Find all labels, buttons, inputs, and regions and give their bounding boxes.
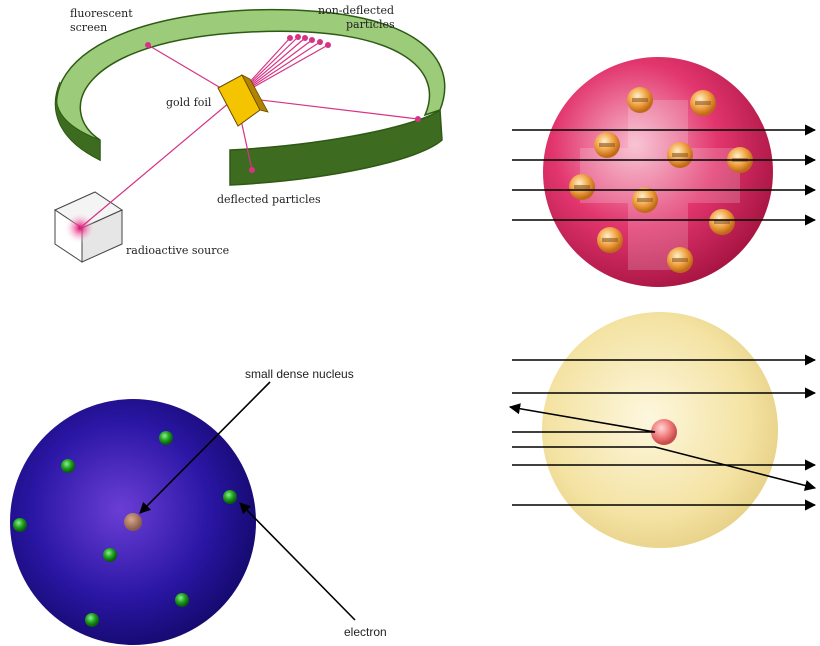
electron: [61, 459, 75, 473]
electron-pointer: [240, 503, 355, 620]
electron: [569, 174, 595, 200]
label-electron: electron: [344, 625, 387, 639]
electron: [13, 518, 27, 532]
electron: [85, 613, 99, 627]
electron: [709, 209, 735, 235]
label-gold-foil: gold foil: [166, 96, 212, 109]
label-deflected-particles: deflected particles: [217, 193, 321, 206]
electron: [627, 87, 653, 113]
electron: [597, 227, 623, 253]
electron: [690, 90, 716, 116]
nuclear-atom-scattering: [510, 312, 815, 548]
label-radioactive-source: radioactive source: [126, 244, 229, 257]
plum-pudding-model: [512, 57, 815, 287]
electron: [223, 490, 237, 504]
radioactive-source-box: [55, 192, 122, 262]
electron: [103, 548, 117, 562]
label-screen: screen: [70, 21, 107, 34]
gold-foil-experiment: fluorescent screen non-deflected particl…: [55, 4, 445, 262]
electron: [667, 142, 693, 168]
rutherford-model: small dense nucleus electron: [10, 367, 387, 645]
label-non-deflected: non-deflected: [318, 4, 394, 17]
electron: [594, 132, 620, 158]
label-small-dense-nucleus: small dense nucleus: [245, 367, 354, 381]
electron: [175, 593, 189, 607]
small-dense-nucleus: [124, 513, 142, 531]
electron: [159, 431, 173, 445]
label-particles: particles: [346, 18, 395, 31]
electron: [632, 187, 658, 213]
electron: [667, 247, 693, 273]
screen-front-band: [230, 110, 442, 185]
label-fluorescent: fluorescent: [70, 7, 133, 20]
